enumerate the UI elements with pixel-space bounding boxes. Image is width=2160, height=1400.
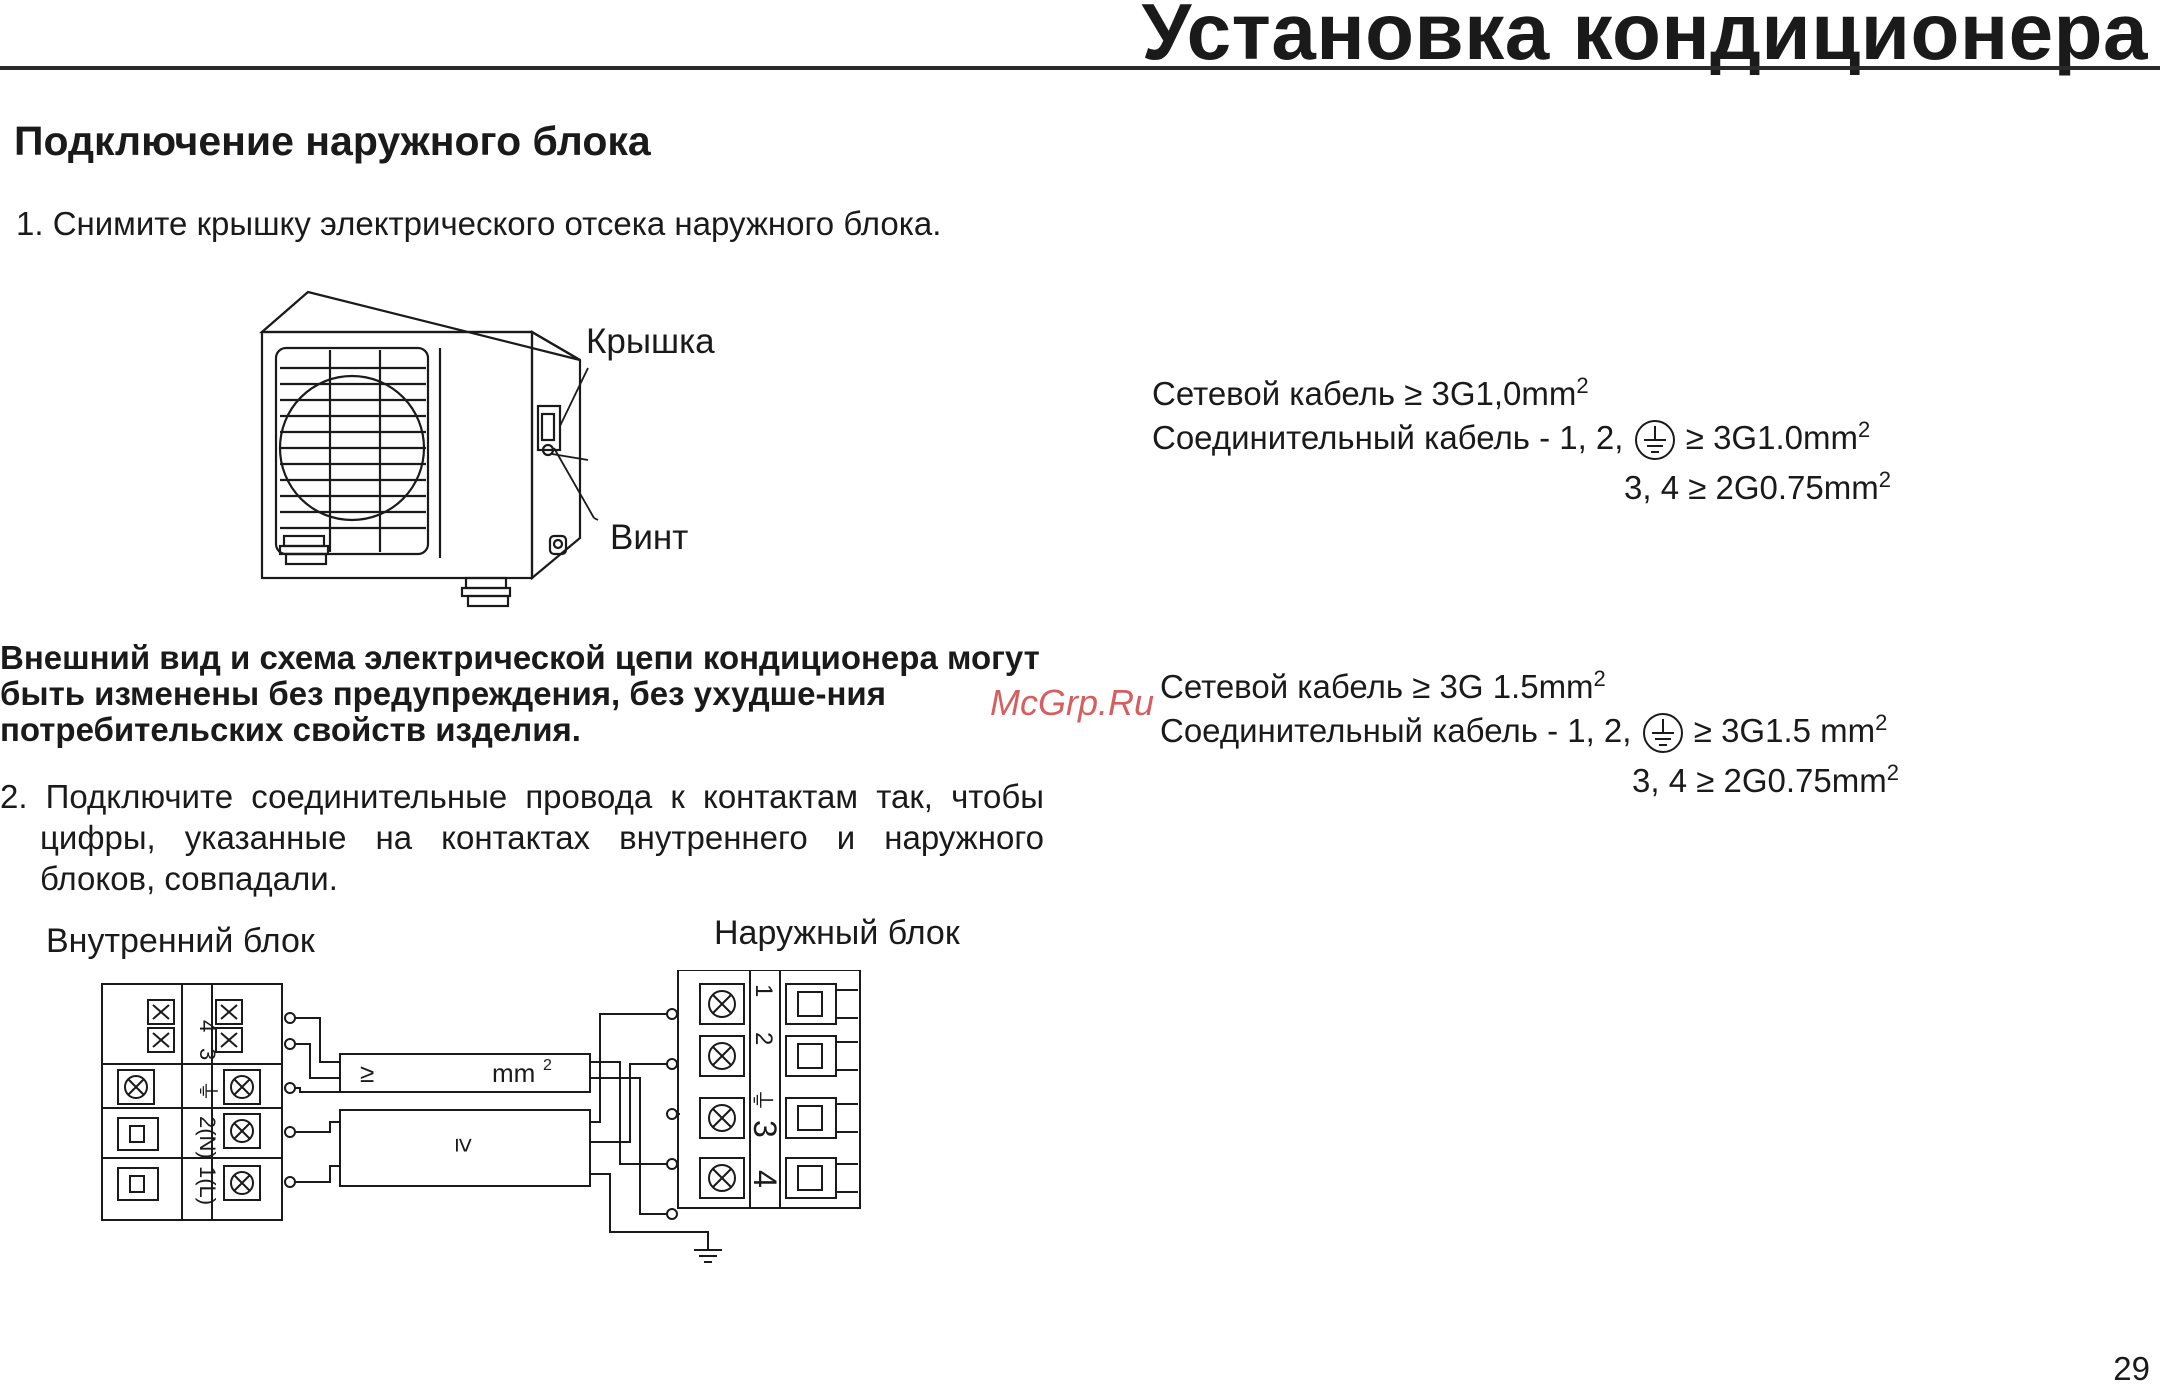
unit-side-panel	[530, 330, 582, 581]
outdoor-terminal-block	[677, 970, 861, 1209]
wiring-diagram: 4 3 ⏚ 2(N) 1(L) 1 2 ⏚ 3 4 ≥ mm 2 ≥	[101, 970, 861, 1263]
cable-spec-1-signal-text: 3, 4 ≥ 2G0.75mm	[1624, 469, 1879, 507]
outdoor-label-2: 2	[750, 1032, 777, 1045]
outdoor-label-1: 1	[750, 984, 777, 997]
cable-spec-1: Сетевой кабель ≥ 3G1,0mm2 Соединительный…	[1152, 372, 1891, 510]
exponent: 2	[1875, 710, 1888, 735]
unit-foot-right	[460, 576, 512, 608]
exponent: 2	[1878, 467, 1891, 493]
watermark: McGrp.Ru	[990, 682, 1155, 723]
cable-spec-2-conn: Соединительный кабель - 1, 2, ≥ 3G1.5 mm…	[1160, 709, 1899, 755]
signal-cable	[339, 1053, 591, 1093]
cable-spec-2-power: Сетевой кабель ≥ 3G 1.5mm2	[1160, 665, 1899, 709]
cover-screw	[541, 443, 555, 457]
outdoor-screws	[699, 983, 745, 1199]
header-rule	[0, 66, 2160, 70]
cover-leader-line	[559, 367, 589, 427]
outdoor-label-ground: ⏚	[748, 1088, 775, 1112]
cable-spec-1-conn-value: ≥ 3G1.0mm	[1685, 419, 1858, 456]
indoor-label-1l: 1(L)	[195, 1166, 220, 1205]
exponent: 2	[1886, 760, 1899, 786]
outdoor-label-3: 3	[747, 1120, 783, 1138]
power-cable	[339, 1109, 591, 1187]
signal-cable-ge-symbol: ≥	[360, 1058, 374, 1088]
ground-wire	[590, 1173, 709, 1250]
cable-spec-2: Сетевой кабель ≥ 3G 1.5mm2 Соединительны…	[1160, 665, 1899, 803]
indoor-terminal-3-4	[147, 999, 243, 1053]
cable-spec-2-signal-text: 3, 4 ≥ 2G0.75mm	[1632, 762, 1887, 800]
indoor-terminal-block	[101, 983, 283, 1221]
electrical-cover	[536, 404, 562, 452]
indoor-plug-n	[117, 1117, 159, 1151]
outdoor-unit-label: Наружный блок	[714, 914, 960, 952]
ground-icon	[1634, 420, 1675, 461]
indoor-plug-l	[117, 1167, 159, 1201]
page-number: 29	[2113, 1350, 2150, 1387]
exponent: 2	[1576, 373, 1589, 398]
indoor-label-ground: ⏚	[195, 1080, 220, 1102]
signal-cable-unit-exp: 2	[543, 1057, 552, 1074]
indoor-label-4: 4	[195, 1020, 220, 1032]
exponent: 2	[1857, 417, 1871, 442]
indoor-label-3: 3	[195, 1048, 220, 1060]
design-change-notice: Внешний вид и схема электрической цепи к…	[0, 639, 1040, 748]
step-1-text: 1. Снимите крышку электрического отсека …	[16, 205, 942, 242]
screw-label: Винт	[610, 518, 689, 557]
section-title: Подключение наружного блока	[14, 118, 651, 164]
ground-symbol	[694, 1249, 722, 1263]
indoor-unit-label: Внутренний блок	[46, 922, 315, 960]
indoor-ground-screw	[117, 1069, 155, 1105]
cable-spec-1-power: Сетевой кабель ≥ 3G1,0mm2	[1152, 372, 1891, 416]
service-valve	[548, 534, 568, 556]
signal-cable-unit: mm	[492, 1058, 535, 1088]
cover-label: Крышка	[586, 322, 715, 361]
cable-spec-1-power-text: Сетевой кабель ≥ 3G1,0mm	[1152, 375, 1577, 412]
cable-spec-1-conn-text: Соединительный кабель - 1, 2,	[1152, 419, 1624, 456]
exponent: 2	[1593, 666, 1606, 691]
indoor-label-2n: 2(N)	[195, 1116, 220, 1159]
cable-spec-2-conn-text: Соединительный кабель - 1, 2,	[1160, 712, 1632, 749]
outdoor-plugs	[785, 983, 858, 1199]
step-2-text: 2. Подключите соединительные провода к к…	[0, 778, 1044, 897]
cable-spec-2-signal: 3, 4 ≥ 2G0.75mm2	[1160, 759, 1899, 803]
cable-spec-2-conn-value: ≥ 3G1.5 mm	[1693, 712, 1876, 749]
cable-spec-2-power-text: Сетевой кабель ≥ 3G 1.5mm	[1160, 668, 1594, 705]
page-header-title: Установка кондиционера	[1141, 0, 2148, 76]
cable-spec-1-signal: 3, 4 ≥ 2G0.75mm2	[1152, 466, 1891, 510]
cable-spec-1-conn: Соединительный кабель - 1, 2, ≥ 3G1.0mm2	[1152, 416, 1891, 462]
outdoor-unit-illustration	[259, 290, 599, 608]
power-cable-ge-symbol: ≥	[450, 1138, 480, 1152]
screw-leader-line	[553, 447, 595, 519]
ground-icon	[1642, 713, 1683, 754]
unit-foot-left	[278, 534, 330, 566]
outdoor-label-4: 4	[747, 1170, 783, 1188]
